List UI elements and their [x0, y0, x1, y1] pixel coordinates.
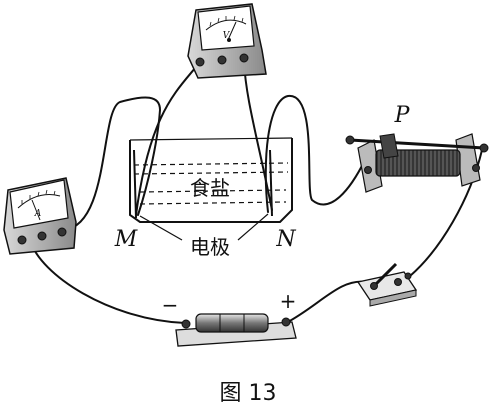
switch-hinge: [370, 282, 378, 290]
voltmeter-terminals: [195, 53, 249, 67]
ammeter-terminals: [17, 227, 67, 245]
battery-negative-label: −: [162, 293, 179, 317]
switch-base-edge: [369, 289, 417, 307]
electrode-n-plate: [269, 149, 273, 217]
wire-voltmeter-to-m: [135, 61, 201, 216]
ammeter: A: [3, 177, 77, 255]
ammeter-scale-arc: [17, 194, 61, 209]
knife-switch: [356, 262, 418, 307]
voltmeter-symbol: V: [223, 31, 231, 41]
switch-terminal: [404, 272, 412, 280]
rheostat-slider: [379, 133, 399, 159]
electrode-m-plate: [133, 149, 137, 219]
wire-ammeter-to-battery: [29, 239, 186, 324]
rheostat-terminal-top-left: [345, 135, 355, 145]
voltmeter-scale-arc: [205, 19, 247, 31]
switch-blade: [372, 262, 398, 288]
rheostat-rail: [349, 138, 485, 150]
electrodes-label: 电极: [190, 235, 230, 259]
battery: [175, 313, 297, 347]
voltmeter-dial: [197, 5, 255, 51]
battery-positive-label: +: [280, 289, 297, 313]
solution-label: 食盐: [190, 176, 230, 200]
rheostat-slider-label: P: [394, 103, 411, 128]
ammeter-symbol: A: [34, 209, 42, 219]
rheostat-terminal-top-right: [479, 143, 489, 153]
rheostat-terminal-bottom-right: [472, 164, 480, 172]
wires: [29, 61, 483, 324]
salt-water-surface: [133, 162, 289, 205]
electrolyte-tank: 食盐: [129, 137, 293, 241]
voltmeter-needle: [227, 21, 237, 41]
electrode-m-label: M: [114, 227, 138, 252]
tank-outline: [129, 138, 293, 223]
electrode-leader-left: [139, 215, 183, 241]
figure-caption: 图 13: [220, 381, 277, 406]
tank-rim: [129, 137, 293, 141]
rheostat: [345, 133, 489, 193]
wire-ammeter-to-m: [63, 96, 162, 231]
ammeter-scale-ticks: [21, 189, 56, 204]
electrode-n-label: N: [275, 227, 296, 252]
voltmeter: V: [187, 3, 267, 79]
ammeter-dial: [9, 179, 69, 229]
switch-contact: [394, 278, 402, 286]
wire-n-to-rheostat: [264, 94, 366, 213]
rheostat-terminal-bottom-left: [364, 166, 372, 174]
voltmeter-pivot: [227, 38, 231, 42]
electrode-leader-right: [237, 213, 269, 241]
wire-battery-to-switch: [285, 280, 367, 324]
battery-terminal-negative: [181, 319, 191, 329]
battery-cells: [195, 313, 269, 333]
voltmeter-scale-ticks: [209, 15, 244, 27]
battery-terminal-positive: [281, 317, 291, 327]
ammeter-needle: [31, 199, 41, 221]
